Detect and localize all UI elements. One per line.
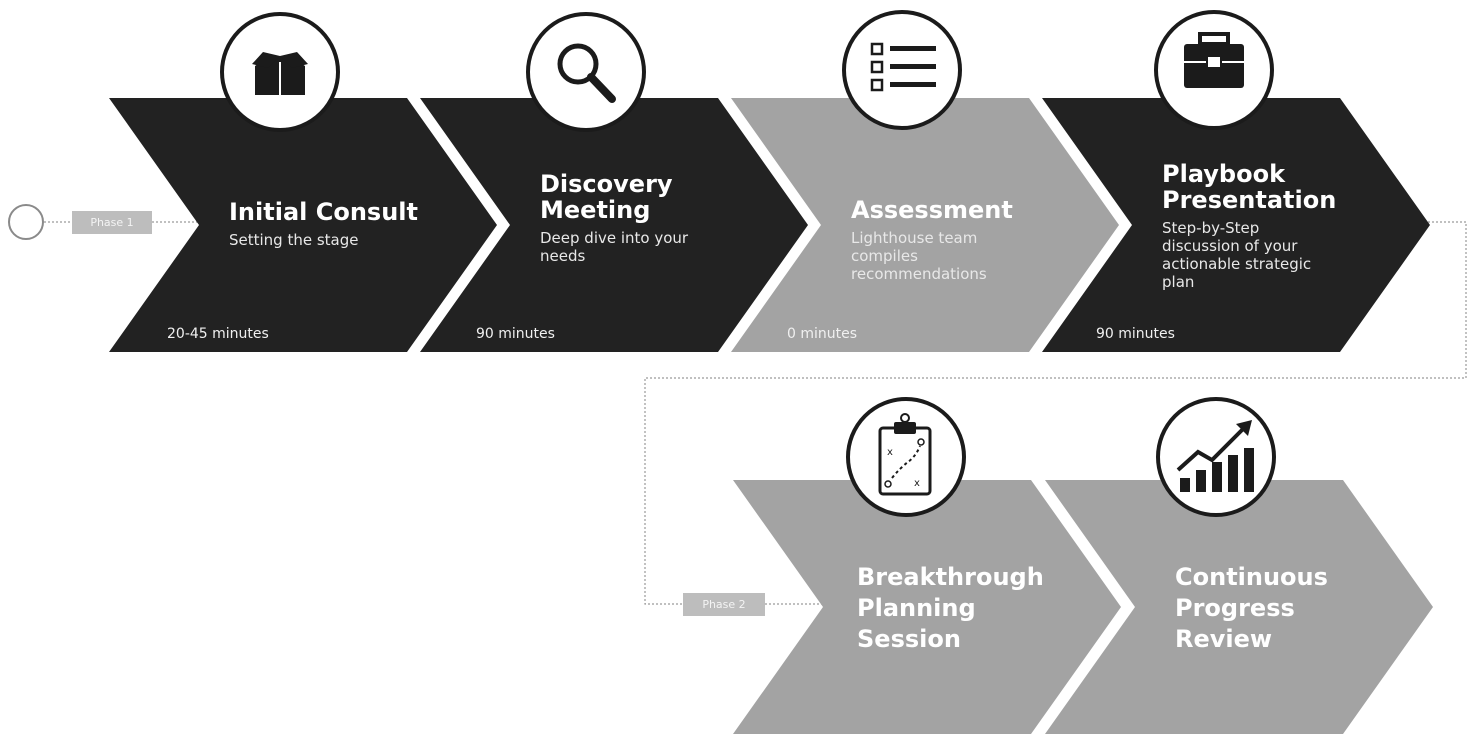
step-4-title-line-1: Playbook [1162,160,1286,188]
chevron-breakthrough-planning [733,480,1121,734]
step-3-subtitle-line-3: recommendations [851,265,987,283]
clipboard-icon: x x [846,397,966,517]
step-2-duration: 90 minutes [476,326,555,342]
step-3-title-line-1: Assessment [851,196,1013,224]
phase-tag-1-label: Phase 1 [90,216,133,229]
step-breakthrough-planning: Breakthrough Planning Session x x [733,397,1121,734]
step-assessment: Assessment Lighthouse team compiles reco… [731,10,1119,352]
chevron-playbook-presentation [1042,98,1430,352]
step-6-title-line-3: Review [1175,625,1272,653]
row-connector [644,221,1467,605]
step-1-duration: 20-45 minutes [167,326,269,342]
magnifier-icon [526,12,646,132]
step-continuous-progress-review: Continuous Progress Review [1045,397,1433,734]
checklist-icon [842,10,962,130]
step-4-subtitle-line-4: plan [1162,273,1194,291]
step-4-duration: 90 minutes [1096,326,1175,342]
box-icon [220,12,340,132]
step-5-title-line-3: Session [857,625,961,653]
step-4-subtitle-line-3: actionable strategic [1162,255,1311,273]
chevron-initial-consult [109,98,497,352]
step-3-subtitle-line-1: Lighthouse team [851,229,977,247]
svg-text:x: x [914,478,920,489]
step-1-title-line-1: Initial Consult [229,198,418,226]
step-4-subtitle-line-1: Step-by-Step [1162,219,1259,237]
briefcase-icon [1154,10,1274,130]
svg-text:x: x [887,447,893,458]
step-3-duration: 0 minutes [787,326,857,342]
step-4-title-line-2: Presentation [1162,186,1336,214]
growth-chart-icon [1156,397,1276,517]
chevron-continuous-progress-review [1045,480,1433,734]
start-node [8,204,44,240]
step-playbook-presentation: Playbook Presentation Step-by-Step discu… [1042,10,1430,352]
step-2-title-line-2: Meeting [540,196,650,224]
step-2-subtitle-line-2: needs [540,247,585,265]
step-2-title-line-1: Discovery [540,170,673,198]
step-5-title-line-2: Planning [857,594,976,622]
step-1-subtitle-line-1: Setting the stage [229,231,359,249]
phase-tag-1: Phase 1 [72,211,152,234]
phase-tag-2-label: Phase 2 [702,598,745,611]
step-initial-consult: Initial Consult Setting the stage 20-45 … [109,12,497,352]
step-6-title-line-1: Continuous [1175,563,1328,591]
step-4-subtitle-line-2: discussion of your [1162,237,1298,255]
chevron-discovery-meeting [420,98,808,352]
step-3-subtitle-line-2: compiles [851,247,918,265]
step-discovery-meeting: Discovery Meeting Deep dive into your ne… [420,12,808,352]
phase-tag-2: Phase 2 [683,593,765,616]
step-5-title-line-1: Breakthrough [857,563,1044,591]
step-2-subtitle-line-1: Deep dive into your [540,229,689,247]
step-6-title-line-2: Progress [1175,594,1295,622]
chevron-assessment [731,98,1119,352]
